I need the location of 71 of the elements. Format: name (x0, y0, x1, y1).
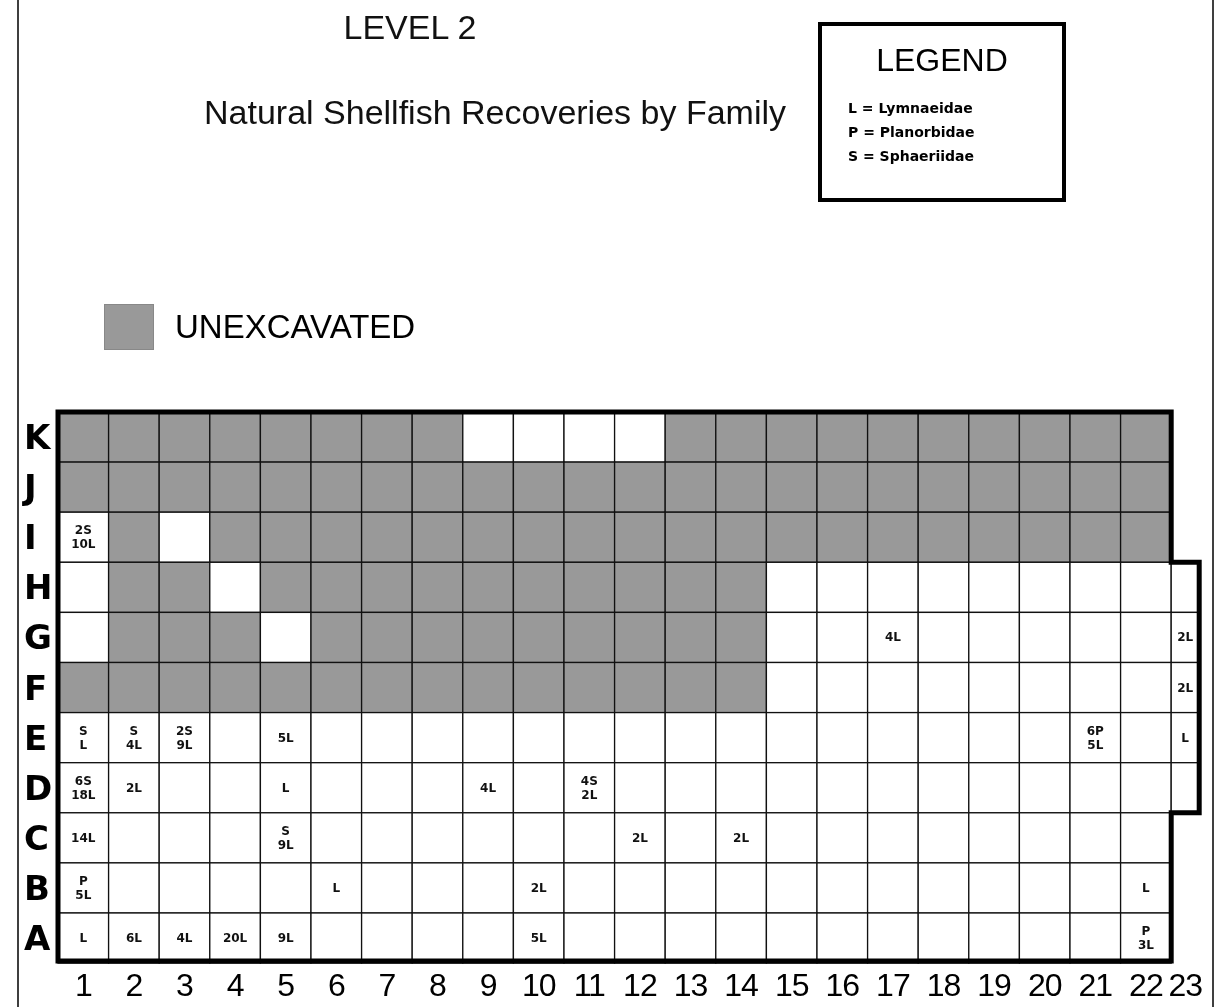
column-number: 1 (73, 969, 93, 1002)
row-label: F (24, 670, 48, 705)
cell-count: 2L (1177, 630, 1194, 645)
cell-count: L (281, 780, 290, 795)
legend-entry: L = Lymnaeidae (848, 100, 973, 116)
cell-count: 5L (277, 730, 294, 745)
column-number: 13 (672, 969, 709, 1002)
cell-count: 2L (530, 880, 547, 895)
row-label: H (24, 570, 53, 605)
cell-count: 4L (480, 780, 497, 795)
cell-count: 4L (176, 931, 193, 946)
cell-count: 2L (1177, 680, 1194, 695)
column-number: 9 (478, 969, 498, 1002)
cell-count: 4L (884, 630, 901, 645)
column-number: 17 (875, 969, 911, 1002)
column-number: 12 (622, 969, 658, 1002)
column-number: 10 (520, 969, 557, 1002)
cell-count: 2L (125, 780, 142, 795)
cell-count: 6P 5L (1086, 723, 1104, 752)
column-number: 19 (976, 969, 1012, 1002)
column-number: 8 (428, 969, 447, 1002)
column-number: 11 (572, 969, 606, 1002)
cell-count: 2S 10L (71, 523, 96, 552)
cell-count: P 3L (1137, 924, 1154, 953)
column-number: 4 (225, 969, 245, 1002)
column-number: 16 (824, 969, 861, 1002)
row-label: D (24, 770, 53, 805)
cell-count: P 5L (75, 873, 92, 902)
column-number: 20 (1026, 969, 1063, 1002)
cell-count: 2S 9L (176, 723, 193, 752)
legend-entry: S = Sphaeriidae (848, 148, 975, 164)
row-label: K (24, 420, 51, 454)
row-label: C (24, 820, 49, 855)
legend-label: UNEXCAVATED (175, 307, 416, 347)
legend-entry: P = Planorbidae (848, 124, 975, 140)
column-number: 7 (377, 969, 397, 1002)
cell-count: 6L (125, 931, 142, 946)
cell-count: S 9L (277, 823, 294, 852)
column-number: 14 (723, 969, 759, 1002)
cell-count: 5L (530, 931, 547, 946)
subtitle: Natural Shellfish Recoveries by Family (203, 92, 787, 133)
column-number: 2 (124, 969, 144, 1002)
column-number: 5 (276, 969, 296, 1002)
column-number: 23 (1167, 969, 1203, 1002)
cell-count: 14L (71, 830, 96, 845)
column-number: 22 (1128, 969, 1164, 1002)
row-label: I (24, 520, 37, 555)
row-label: A (24, 921, 51, 955)
cell-count: L (332, 880, 341, 895)
column-number: 15 (773, 969, 810, 1002)
column-number: 18 (925, 969, 962, 1002)
cell-count: 2L (631, 830, 648, 845)
row-label: E (24, 720, 48, 755)
row-label: J (24, 470, 37, 505)
cell-count: S 4L (125, 723, 142, 752)
column-number: 21 (1077, 969, 1114, 1002)
column-number: 6 (326, 969, 346, 1002)
cell-count: 4S 2L (580, 773, 598, 802)
cell-count: 6S 18L (71, 773, 96, 802)
column-number: 3 (175, 969, 194, 1002)
row-label: G (24, 620, 52, 655)
cell-count: L (79, 931, 88, 946)
legend-heading: LEGEND (875, 42, 1009, 79)
cell-count: 9L (277, 931, 294, 946)
row-label: B (24, 870, 50, 905)
cell-count: 20L (222, 931, 248, 946)
cell-count: L (1181, 730, 1189, 745)
title: LEVEL 2 (342, 8, 478, 47)
cell-count: L (1142, 880, 1150, 895)
cell-count: S L (78, 723, 88, 752)
cell-count: 2L (733, 830, 750, 845)
